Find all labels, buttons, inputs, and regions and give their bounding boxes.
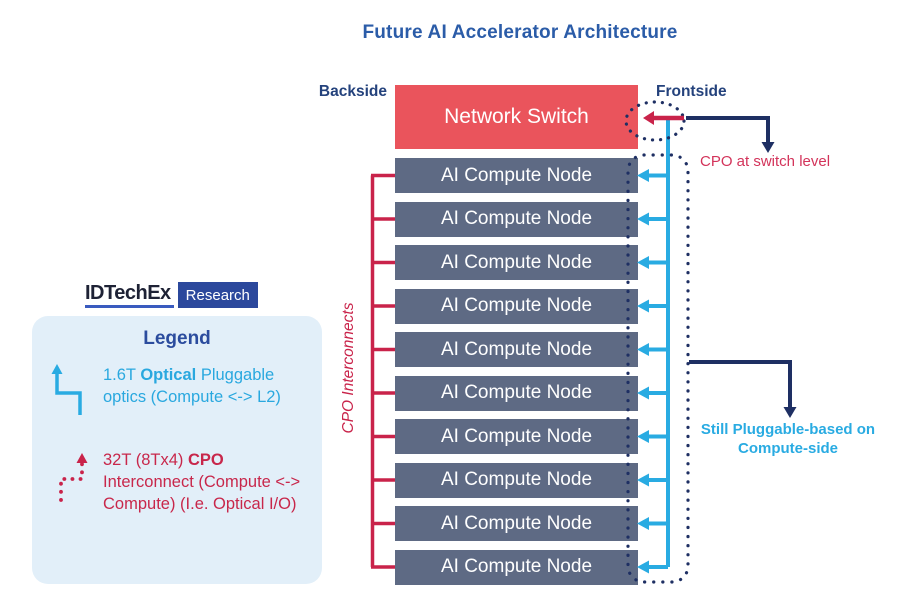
compute-side-annotation: Still Pluggable-based on Compute-side — [700, 421, 876, 457]
optics-arrow-head — [637, 560, 649, 574]
optics-arrow-head — [637, 169, 649, 182]
optics-arrow-head — [637, 256, 649, 269]
ai-compute-node-box: AI Compute Node — [395, 201, 638, 237]
legend-entry-text: Pluggable optics (Compute <-> L2) — [103, 366, 281, 406]
idtechex-logo-research-badge: Research — [177, 282, 258, 308]
compute-annotation-arrow — [689, 360, 797, 418]
legend-entry-text: Interconnect (Compute <-> Compute) (I.e.… — [103, 473, 301, 513]
idtechex-logo-name: IDTechEx — [85, 282, 174, 308]
cpo-interconnect-legend-icon — [59, 453, 88, 502]
optics-arrow-head — [637, 473, 649, 487]
ai-compute-node-box: AI Compute Node — [395, 288, 638, 324]
ai-compute-node-box: AI Compute Node — [395, 462, 638, 498]
backside-label: Backside — [318, 83, 387, 100]
legend-entry-pluggable-optics: 1.6T Optical Pluggable optics (Compute <… — [103, 364, 321, 408]
ai-compute-node-box: AI Compute Node — [395, 332, 638, 367]
ai-compute-node-box: AI Compute Node — [395, 506, 638, 541]
node-connectors — [371, 169, 668, 574]
ai-compute-node-box: AI Compute Node — [395, 419, 638, 454]
switch-annotation-arrow — [686, 116, 775, 153]
optics-arrow-head — [637, 343, 649, 356]
frontside-label: Frontside — [656, 83, 727, 100]
cpo-switch-arrow — [643, 111, 684, 125]
page-title: Future AI Accelerator Architecture — [362, 22, 678, 43]
network-switch-label: Network Switch — [444, 105, 589, 128]
cpo-switch-annotation: CPO at switch level — [700, 153, 831, 170]
ai-compute-node-box: AI Compute Node — [395, 245, 638, 280]
optics-arrow-head — [637, 430, 649, 443]
ai-compute-node-box: AI Compute Node — [395, 549, 638, 585]
ai-compute-node-box: AI Compute Node — [395, 158, 638, 193]
pluggable-optics-legend-icon — [51, 364, 82, 415]
cpo-switch-dotted-ellipse — [624, 100, 686, 142]
idtechex-logo: IDTechEx Research — [85, 282, 258, 308]
optics-arrow-head — [637, 212, 649, 226]
optics-arrow-head — [637, 386, 649, 400]
optics-arrow-head — [637, 299, 649, 313]
legend-entry-bold-text: CPO — [187, 451, 224, 469]
legend-entry-cpo-interconnect: 32T (8Tx4) CPO Interconnect (Compute <->… — [103, 449, 318, 515]
legend-entry-text: 32T (8Tx4) — [103, 451, 188, 469]
legend-entry-bold-text: Optical — [140, 366, 197, 384]
optics-arrow-head — [637, 517, 649, 530]
network-switch-box: Network Switch — [395, 85, 638, 149]
legend-title: Legend — [143, 328, 211, 349]
legend-entry-text: 1.6T — [103, 366, 141, 384]
ai-compute-node-box: AI Compute Node — [395, 375, 638, 411]
legend-panel — [32, 316, 322, 584]
